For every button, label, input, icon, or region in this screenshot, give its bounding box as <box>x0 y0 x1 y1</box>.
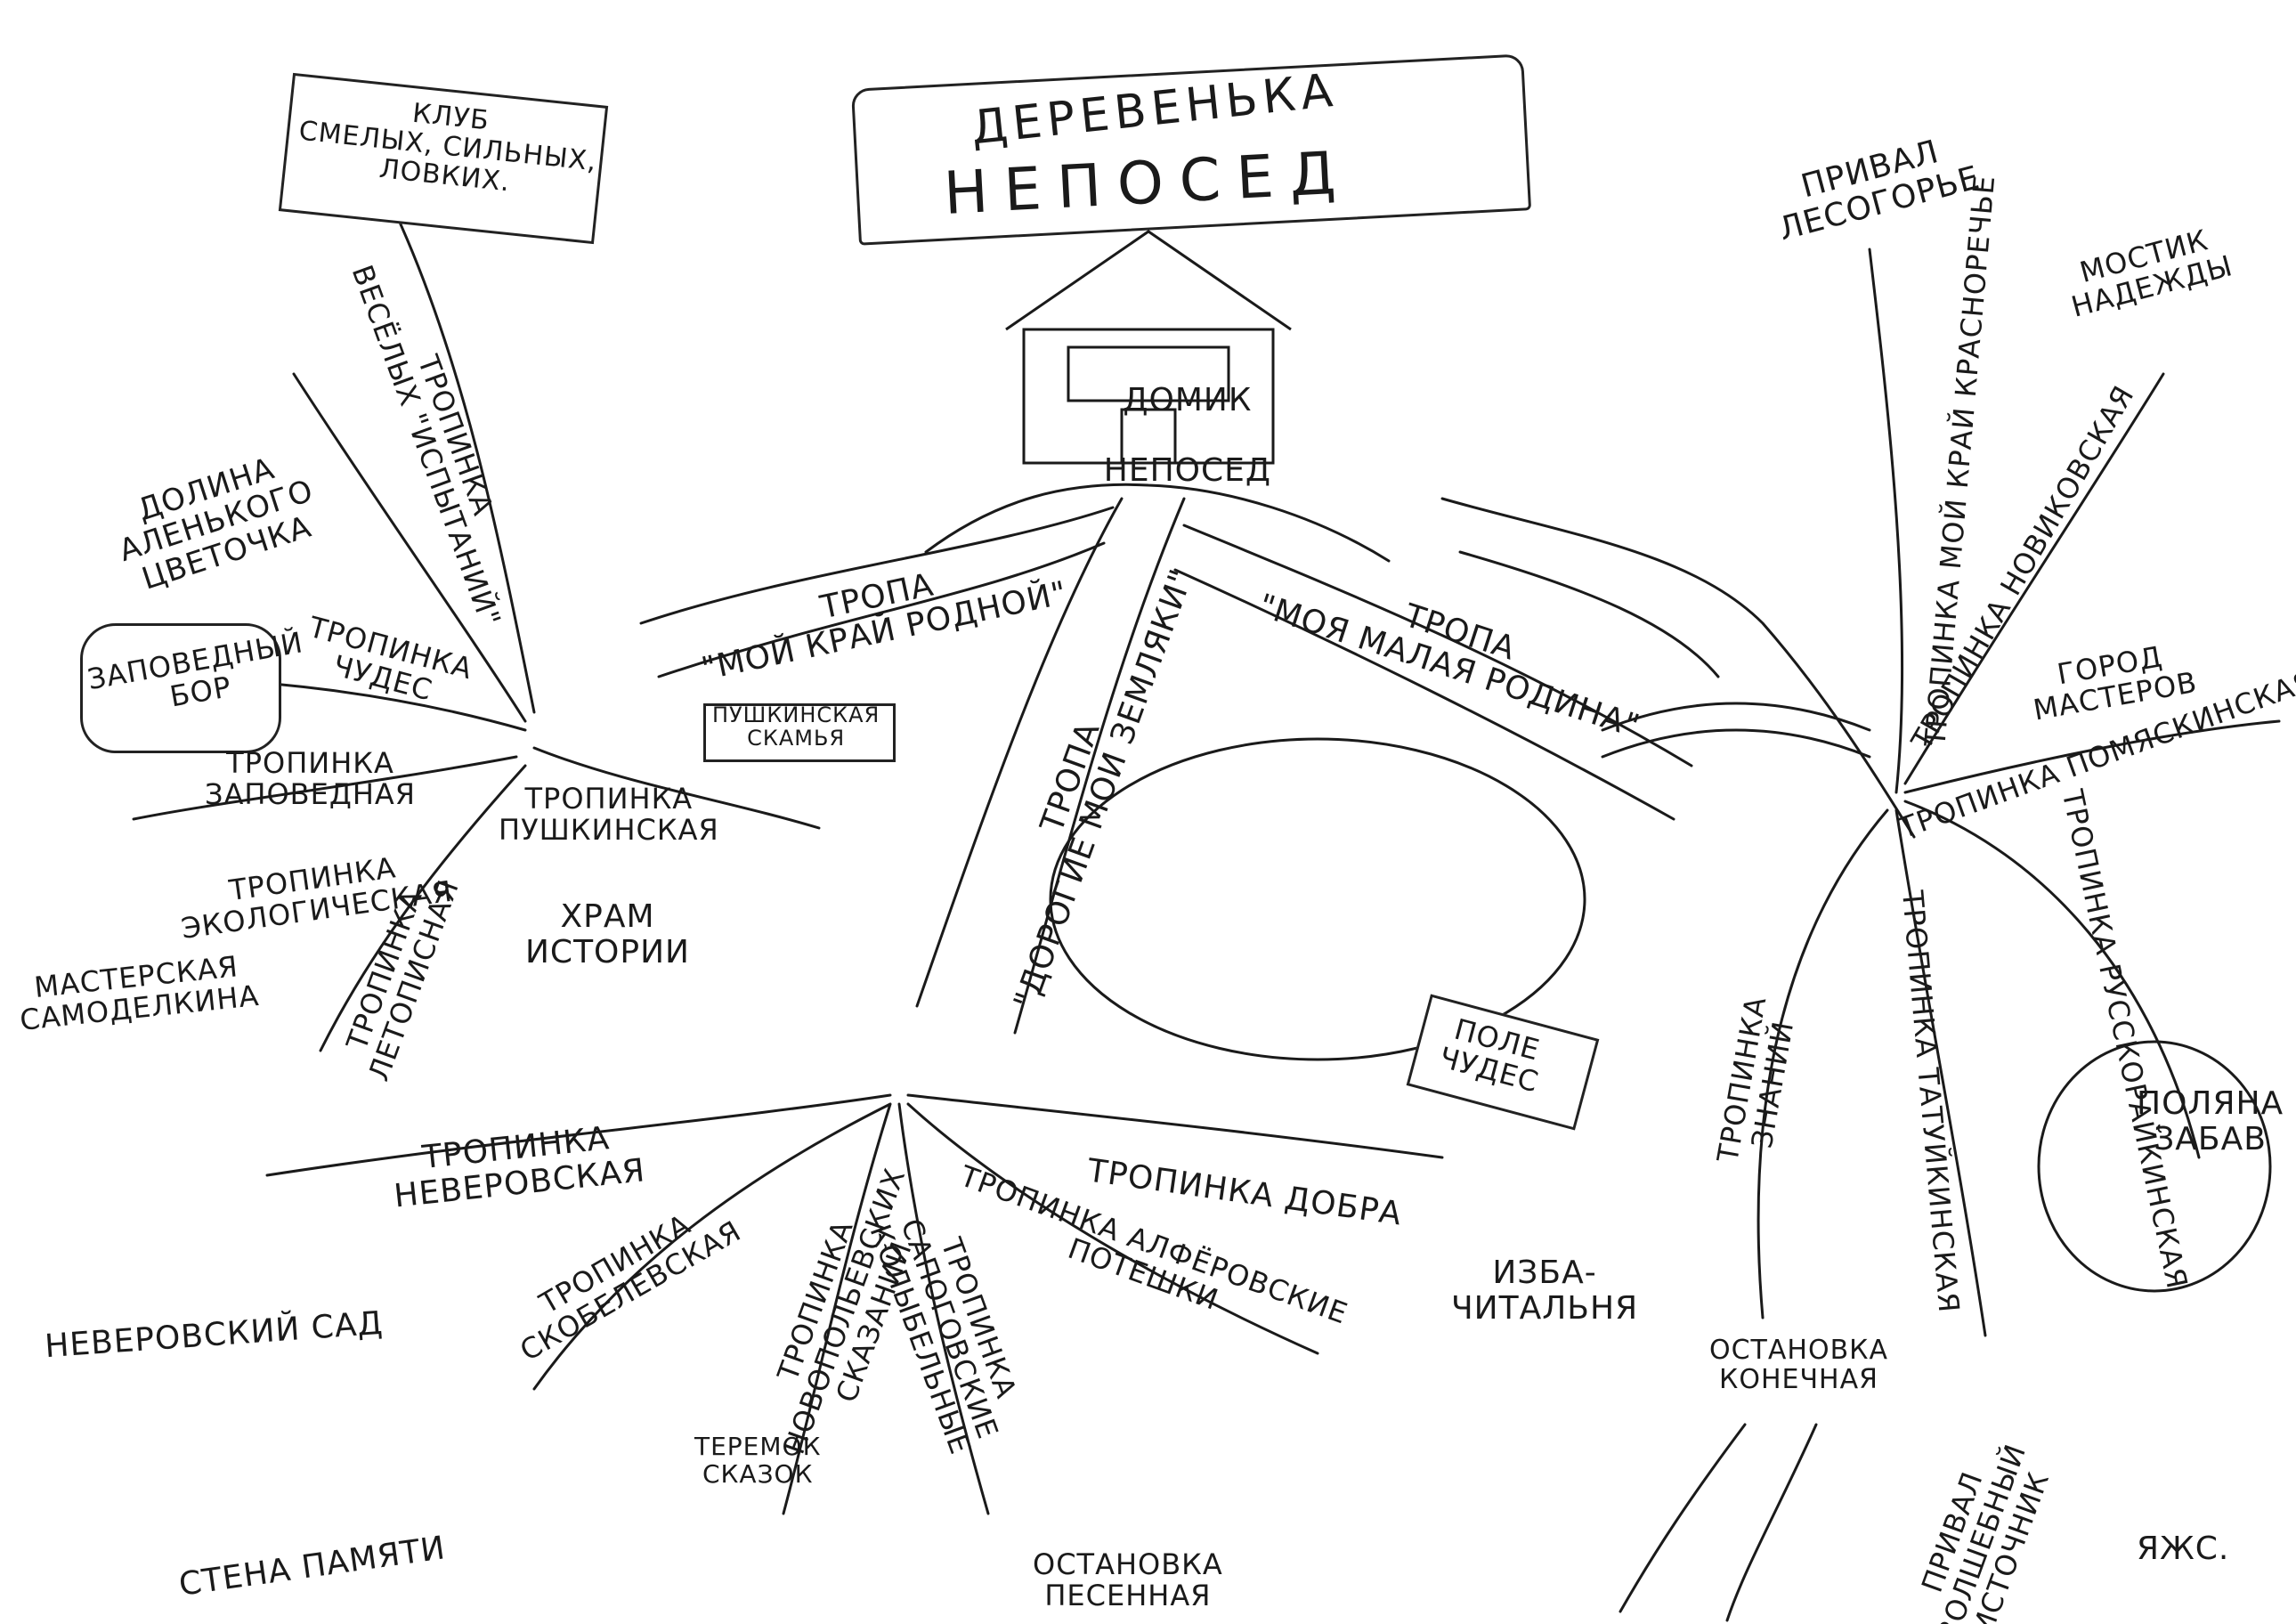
polyana-field <box>2037 1040 2272 1293</box>
pushkin-bench-sign-text: ПУШКИНСКАЯ СКАМЬЯ <box>712 702 880 751</box>
bridge <box>1601 702 1871 759</box>
bottom-hub-roads <box>265 1093 1444 1515</box>
artist-signature: ЯЖС. <box>2137 1531 2230 1567</box>
pushkin-bench-sign-board <box>703 703 896 762</box>
center-house-label: ДОМИК НЕПОСЕД <box>1059 347 1271 524</box>
tropa-zemlyaki-road <box>915 497 1186 1035</box>
left-hub-roads <box>105 203 821 1052</box>
stream <box>1619 1423 1818 1622</box>
center-house-line-2: НЕПОСЕД <box>1103 451 1272 489</box>
tropa-malaya-rodina-road <box>1173 524 1693 821</box>
center-house-icon <box>1005 230 1292 465</box>
path-pushkinskaya-label: ТРОПИНКА ПУШКИНСКАЯ <box>499 782 719 848</box>
teremok-label: ТЕРЕМОК СКАЗОК <box>694 1432 822 1489</box>
izba-label: ИЗБА- ЧИТАЛЬНЯ <box>1451 1255 1639 1327</box>
khram-label: ХРАМ ИСТОРИИ <box>525 898 690 970</box>
polyana-label: ПОЛЯНА ЗАБАВ <box>2137 1085 2284 1157</box>
river <box>1440 497 1916 839</box>
path-zapovednaya-label: ТРОПИНКА ЗАПОВЕДНАЯ <box>205 746 417 812</box>
pole-chudes-field <box>1049 737 1586 1061</box>
village-hill <box>924 483 1391 563</box>
right-hub-roads <box>1756 248 2281 1337</box>
center-house-line-1: ДОМИК <box>1123 381 1253 418</box>
ostanovka-pesennaya-label: ОСТАНОВКА ПЕСЕННАЯ <box>1033 1547 1223 1613</box>
ostanovka-konechnaya-label: ОСТАНОВКА КОНЕЧНАЯ <box>1709 1335 1888 1395</box>
zapovedny-bor-sign-board <box>80 623 281 753</box>
tropa-moi-krai-road <box>639 506 1115 678</box>
